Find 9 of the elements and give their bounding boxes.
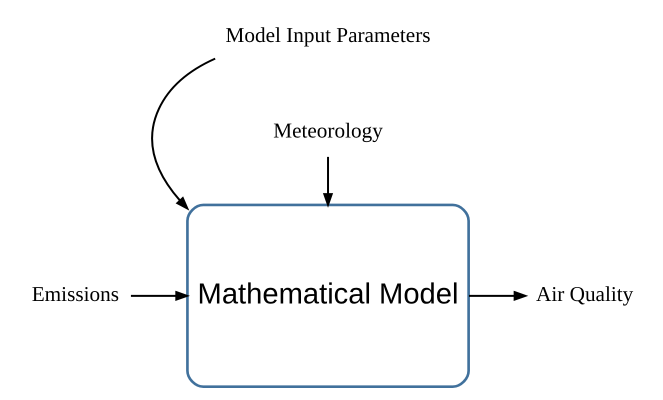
node-box: Mathematical Model [186, 204, 470, 388]
node-text: Emissions [31, 282, 118, 306]
node-text: Meteorology [272, 118, 382, 143]
node-text: Air Quality [536, 282, 633, 306]
node-text: Model Input Parameters [224, 23, 430, 48]
arrow [468, 290, 528, 301]
arrow [130, 290, 190, 301]
arrow [150, 58, 216, 211]
arrow [322, 156, 333, 208]
